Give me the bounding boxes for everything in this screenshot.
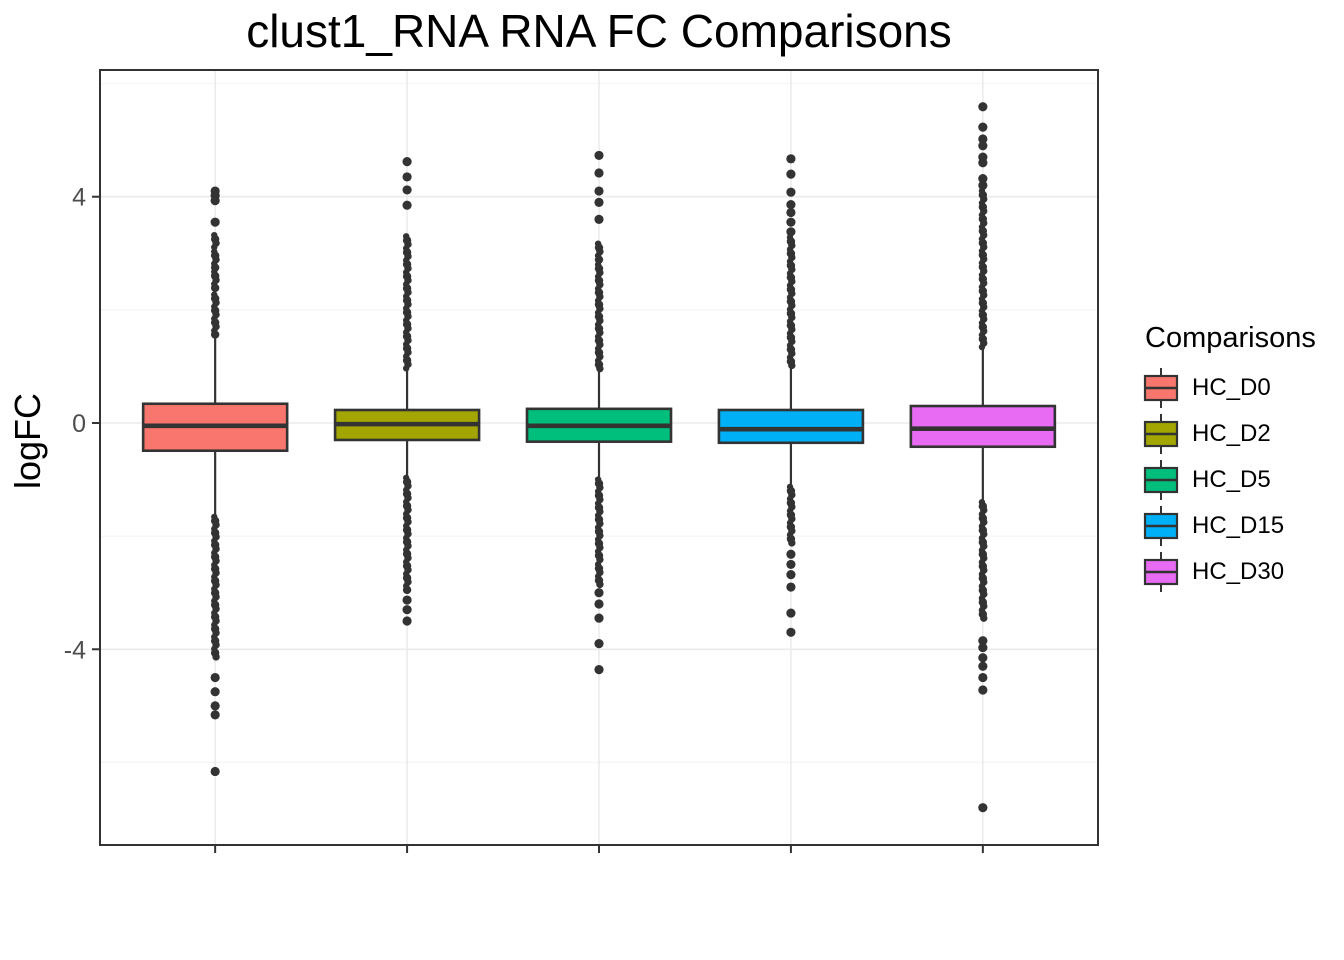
legend-item: HC_D0 xyxy=(1143,365,1316,411)
outlier-dot xyxy=(978,180,988,191)
outlier-dot xyxy=(978,102,988,112)
boxplot-group-HC_D5 xyxy=(525,150,673,675)
legend-key-boxplot-icon xyxy=(1143,552,1179,592)
outlier-dot xyxy=(210,330,220,339)
outlier-dot xyxy=(402,585,412,595)
outlier-dot xyxy=(402,200,412,210)
outlier-dot xyxy=(210,263,220,272)
outlier-dot xyxy=(786,217,796,227)
outlier-dot xyxy=(786,582,796,592)
outlier-dot xyxy=(786,200,796,210)
outlier-dot xyxy=(978,661,988,671)
legend-item: HC_D2 xyxy=(1143,411,1316,457)
outlier-dot xyxy=(978,642,988,653)
outlier-dot xyxy=(210,217,220,227)
legend-label: HC_D30 xyxy=(1192,558,1285,585)
outlier-dot xyxy=(978,122,988,132)
boxplot-group-HC_D0 xyxy=(141,186,289,777)
outlier-dot xyxy=(594,150,604,161)
outlier-dot xyxy=(594,588,604,598)
outlier-dot xyxy=(594,665,604,675)
boxplot-box xyxy=(717,408,865,445)
outlier-dot xyxy=(402,185,412,195)
outlier-dot xyxy=(978,653,988,663)
outlier-dot xyxy=(786,227,796,237)
outlier-dot xyxy=(210,766,220,777)
outlier-dot xyxy=(978,343,986,351)
outlier-dot xyxy=(402,365,410,372)
legend-item: HC_D5 xyxy=(1143,457,1316,503)
outlier-dot xyxy=(594,613,604,623)
outlier-dot xyxy=(786,559,796,570)
outlier-dot xyxy=(978,141,988,151)
outlier-dot xyxy=(786,207,796,218)
outlier-dot xyxy=(596,364,604,373)
outlier-dot xyxy=(786,627,796,637)
outlier-dot xyxy=(210,186,220,196)
boxplot-group-HC_D15 xyxy=(717,154,865,637)
outlier-dot xyxy=(978,134,988,144)
outlier-dot xyxy=(402,605,412,615)
outlier-dot xyxy=(980,614,988,622)
outlier-dot xyxy=(788,361,796,370)
outlier-dot xyxy=(786,154,796,164)
outlier-dot xyxy=(786,169,796,179)
outlier-dot xyxy=(402,172,412,182)
y-tick-label: -4 xyxy=(64,636,86,664)
legend-label: HC_D2 xyxy=(1192,420,1271,447)
outlier-dot xyxy=(786,608,796,618)
outlier-dot xyxy=(402,616,412,626)
outlier-dot xyxy=(212,653,220,661)
outlier-dot xyxy=(978,685,988,695)
outlier-dot xyxy=(210,672,220,683)
outlier-dot xyxy=(978,803,988,813)
chart-title: clust1_RNA RNA FC Comparisons xyxy=(246,5,952,57)
legend-key-boxplot-icon xyxy=(1143,368,1179,408)
legend: Comparisons HC_D0 HC_D2 HC_D5 HC_D15 HC_… xyxy=(1143,322,1316,595)
outlier-dot xyxy=(594,197,604,207)
outlier-dot xyxy=(594,255,604,264)
outlier-dot xyxy=(210,710,220,720)
y-tick-label: 4 xyxy=(72,184,86,212)
outlier-dot xyxy=(210,283,220,293)
outlier-dot xyxy=(210,701,220,711)
outlier-dot xyxy=(594,186,604,196)
outlier-dot xyxy=(594,639,604,649)
outlier-dot xyxy=(210,687,220,697)
legend-label: HC_D5 xyxy=(1192,466,1271,493)
outlier-dot xyxy=(402,595,412,605)
legend-key-boxplot-icon xyxy=(1143,460,1179,500)
outlier-dot xyxy=(978,152,988,162)
legend-title: Comparisons xyxy=(1145,322,1316,354)
outlier-dot xyxy=(978,636,988,646)
outlier-dot xyxy=(211,243,218,251)
legend-key-boxplot-icon xyxy=(1143,506,1179,546)
legend-label: HC_D0 xyxy=(1192,374,1271,401)
legend-key-boxplot-icon xyxy=(1143,414,1179,454)
legend-item: HC_D30 xyxy=(1143,549,1316,595)
outlier-dot xyxy=(402,157,412,167)
outlier-dot xyxy=(786,569,796,580)
outlier-dot xyxy=(788,539,796,547)
legend-item: HC_D15 xyxy=(1143,503,1316,549)
boxplot-group-HC_D30 xyxy=(909,102,1057,813)
legend-label: HC_D15 xyxy=(1192,512,1285,539)
outlier-dot xyxy=(786,549,796,559)
outlier-dot xyxy=(978,174,988,184)
boxplot-group-HC_D2 xyxy=(333,157,481,626)
y-tick-label: 0 xyxy=(72,410,86,438)
outlier-dot xyxy=(596,580,604,589)
outlier-dot xyxy=(978,672,988,683)
outlier-dot xyxy=(594,599,604,609)
outlier-dot xyxy=(594,214,604,224)
outlier-dot xyxy=(594,168,604,178)
outlier-dot xyxy=(786,187,796,197)
